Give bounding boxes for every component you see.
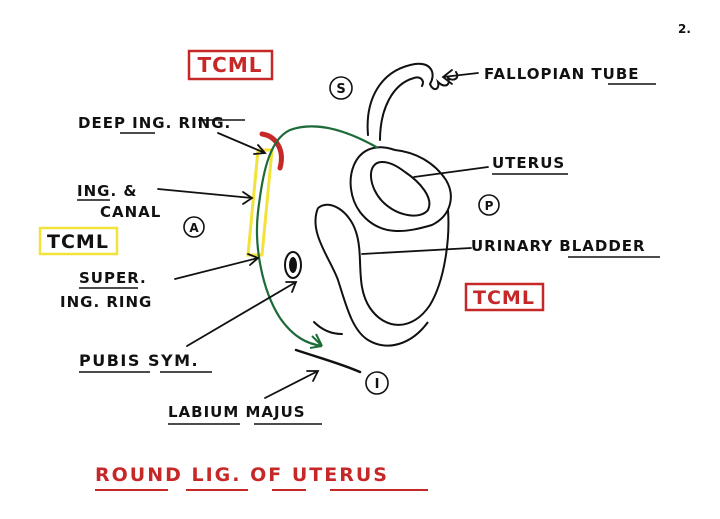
fallopian-tube-shape <box>366 62 459 141</box>
arrow-deep-ring <box>217 132 267 155</box>
tcml-left-tag: TCML <box>38 226 119 256</box>
tcml-right-tag: TCML <box>464 282 545 312</box>
marker-anterior-text: A <box>189 221 199 235</box>
perineum-shape <box>313 321 343 335</box>
marker-superior-text: S <box>336 82 345 97</box>
tcml-top-text: TCML <box>198 53 263 77</box>
marker-anterior: A <box>183 216 205 238</box>
marker-superior: S <box>329 76 353 100</box>
super-ring-label-line1: SUPER. <box>79 269 147 287</box>
labium-majus-shape <box>294 348 362 374</box>
pubis-label: PUBIS SYM. <box>79 351 199 370</box>
tcml-right-text: TCML <box>473 287 535 309</box>
pointer-arrows <box>157 69 489 399</box>
bladder-label: URINARY BLADDER <box>471 237 646 255</box>
marker-posterior-text: P <box>485 199 494 213</box>
arrow-labium <box>264 370 320 399</box>
tcml-left-text: TCML <box>47 231 109 253</box>
arrow-canal <box>157 188 254 205</box>
label-bladder: URINARY BLADDER <box>471 237 660 258</box>
label-deep-ring: DEEP ING. RING. <box>78 114 245 134</box>
uterus-label: UTERUS <box>492 154 565 172</box>
label-canal: ING. & CANAL <box>77 182 161 221</box>
round-ligament-course <box>255 125 379 348</box>
canal-label-line1: ING. & <box>77 182 137 200</box>
uterus-shape <box>349 146 452 232</box>
fallopian-label: FALLOPIAN TUBE <box>484 65 640 83</box>
deep-ring-label: DEEP ING. RING. <box>78 114 231 132</box>
page-title: ROUND LIG. OF UTERUS <box>95 464 428 491</box>
uterine-cavity-shape <box>369 160 431 217</box>
round-ligament-arrowhead <box>309 333 323 349</box>
label-pubis: PUBIS SYM. <box>79 351 212 373</box>
arrow-uterus <box>413 166 489 178</box>
label-labium: LABIUM MAJUS <box>168 403 322 425</box>
pubis-symphysis-shape <box>284 251 302 279</box>
label-super-ring: SUPER. ING. RING <box>60 269 152 311</box>
canal-label-line2: CANAL <box>100 203 161 221</box>
page-number: 2. <box>678 22 691 36</box>
label-uterus: UTERUS <box>492 154 568 175</box>
arrow-pubis <box>186 281 298 347</box>
deep-inguinal-ring-shape <box>259 131 284 171</box>
title-text: ROUND LIG. OF UTERUS <box>95 464 389 486</box>
arrow-bladder <box>361 247 472 255</box>
tcml-top-tag: TCML <box>187 49 274 81</box>
marker-posterior: P <box>478 194 500 216</box>
arrow-fallopian <box>441 69 479 85</box>
label-fallopian: FALLOPIAN TUBE <box>484 65 656 85</box>
marker-inferior: I <box>365 371 389 395</box>
super-ring-label-line2: ING. RING <box>60 293 152 311</box>
labium-label: LABIUM MAJUS <box>168 403 306 421</box>
inguinal-canal-shape <box>246 148 274 257</box>
marker-inferior-text: I <box>375 377 380 392</box>
urinary-bladder-shape <box>314 203 450 347</box>
arrow-super-ring <box>174 253 260 280</box>
